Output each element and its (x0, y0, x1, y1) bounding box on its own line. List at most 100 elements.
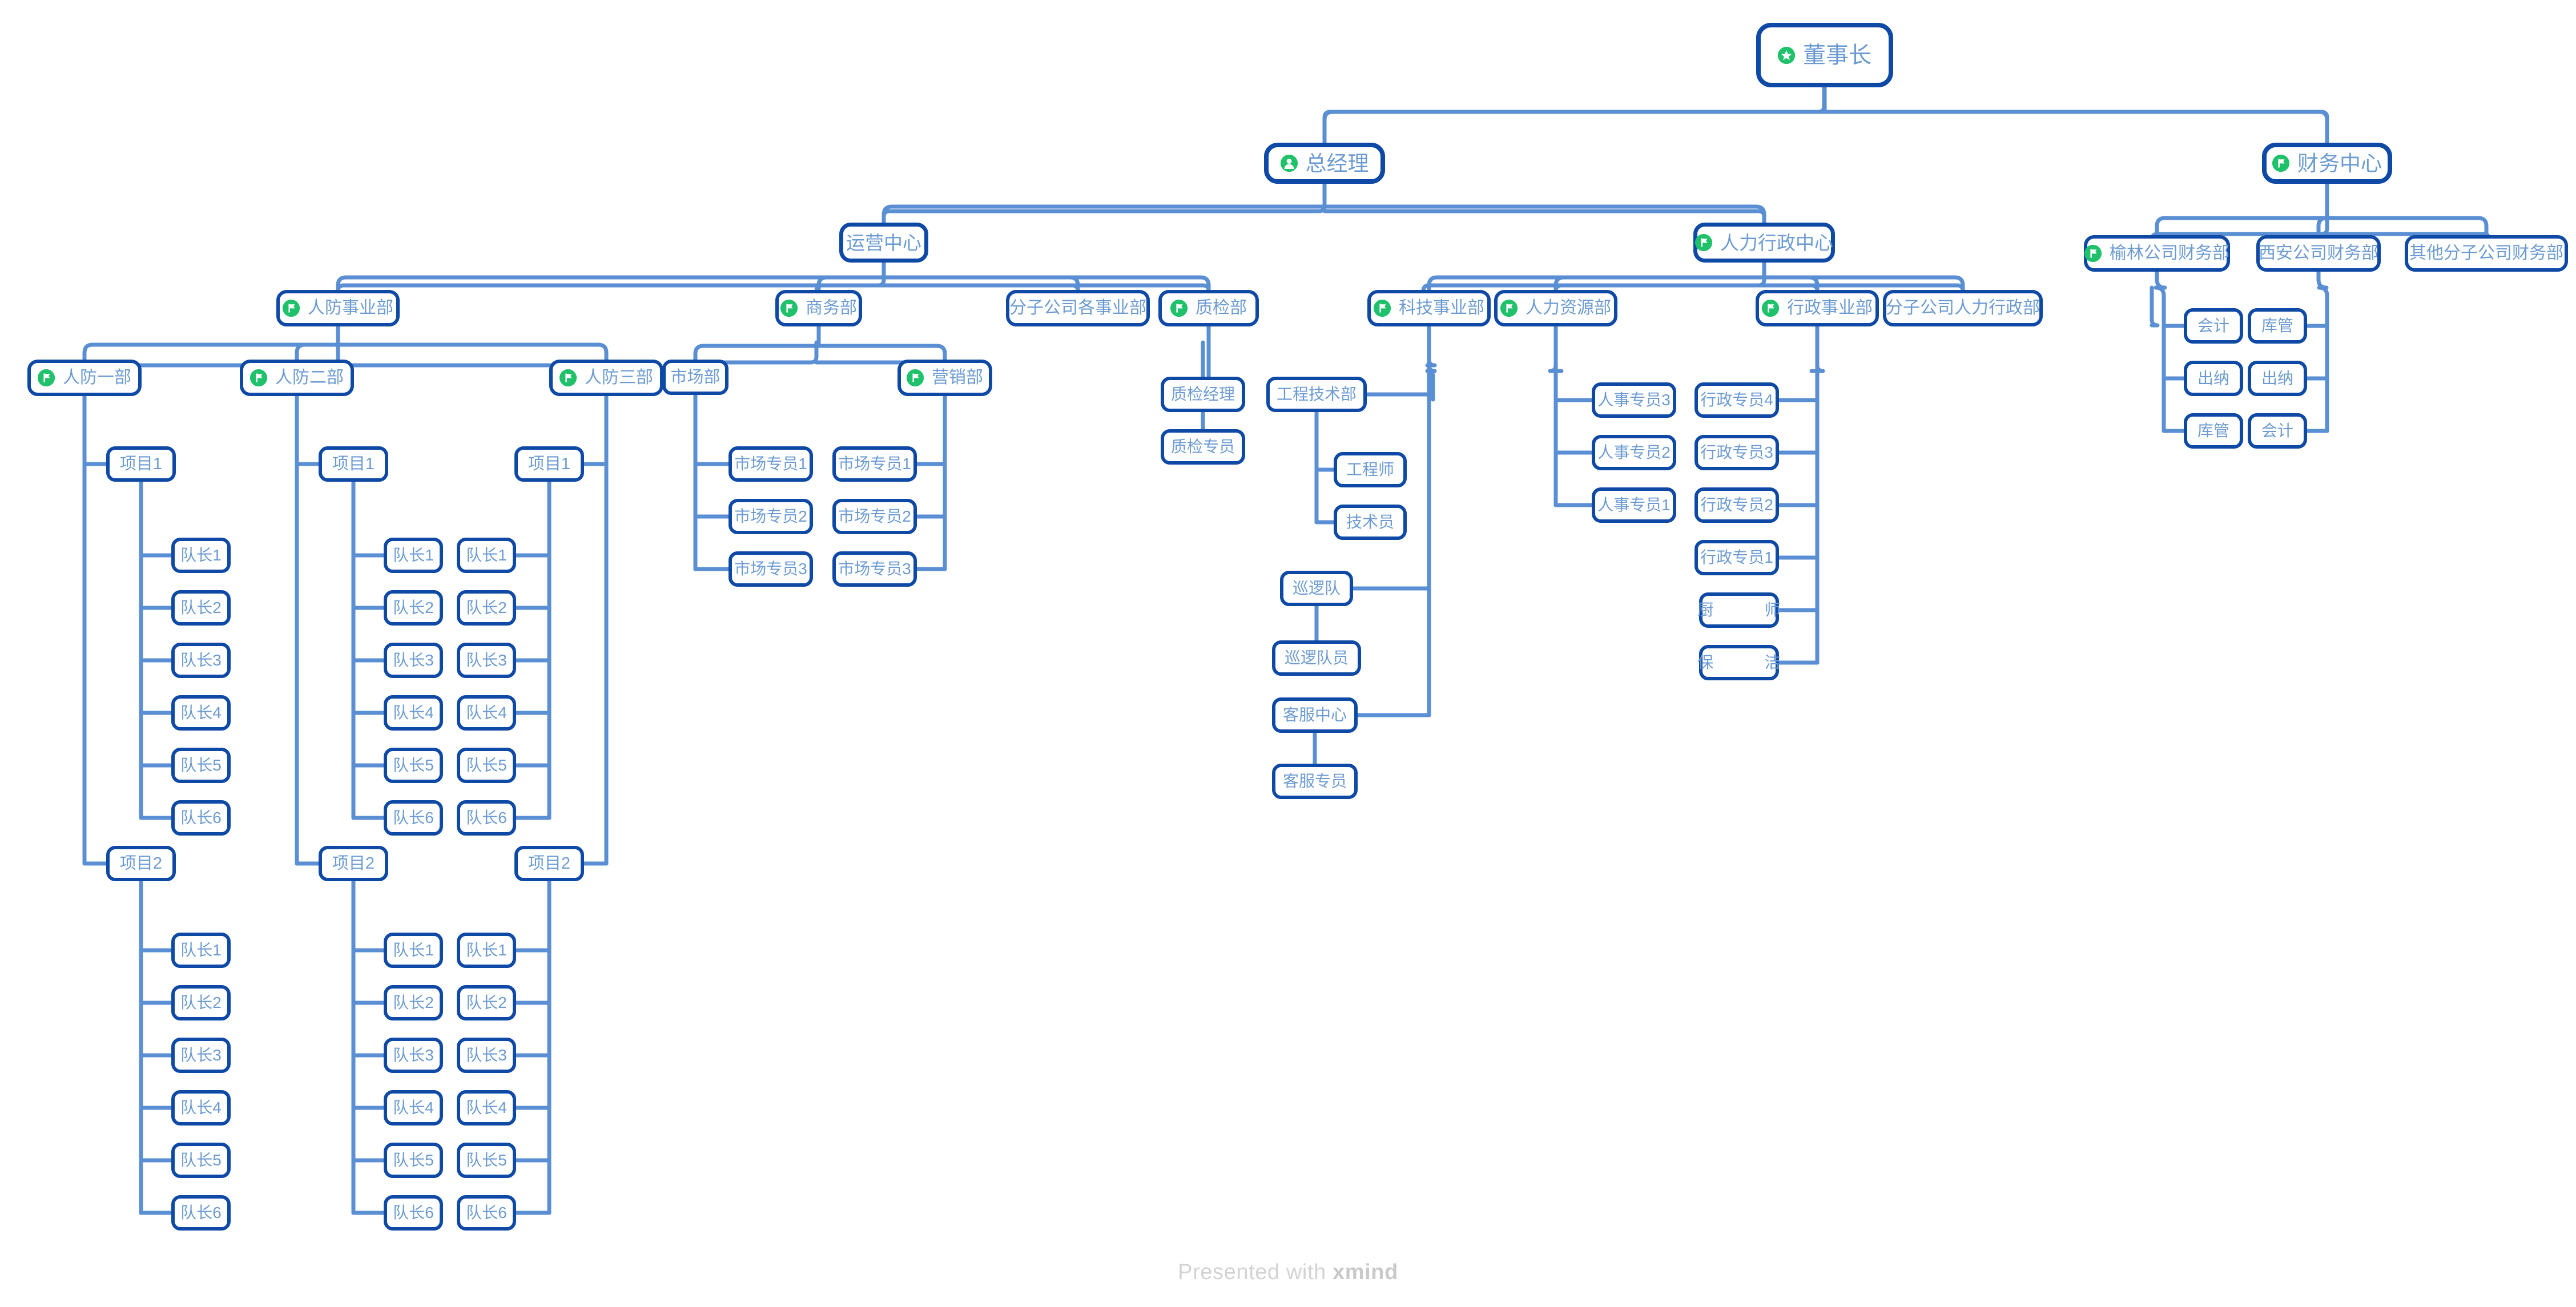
node-team-leader2-cd2-p1[interactable]: 队长2 (384, 590, 443, 626)
node-accountant-xian[interactable]: 会计 (2248, 413, 2307, 449)
node-team-leader3-cd2-p2[interactable]: 队长3 (384, 1038, 443, 1073)
node-team-leader3-cd3-p1[interactable]: 队长3 (457, 643, 516, 678)
node-subsidiary-divisions[interactable]: 分子公司各事业部 (1006, 290, 1150, 326)
node-warehouse-xian[interactable]: 库管 (2248, 308, 2307, 344)
node-team-leader4-cd1-p1[interactable]: 队长4 (171, 695, 231, 731)
node-market-specialist2-marketing[interactable]: 市场专员2 (832, 499, 917, 534)
node-project2-cd3[interactable]: 项目2 (514, 846, 584, 881)
node-market-specialist3-marketing[interactable]: 市场专员3 (832, 551, 917, 587)
node-civil-defense-three[interactable]: 人防三部 (549, 360, 663, 396)
node-team-leader5-cd3-p2[interactable]: 队长5 (457, 1143, 516, 1178)
node-team-leader6-cd2-p2[interactable]: 队长6 (384, 1195, 443, 1231)
node-admin-specialist4[interactable]: 行政专员4 (1694, 382, 1779, 418)
node-team-leader1-cd2-p1[interactable]: 队长1 (384, 538, 443, 573)
node-team-leader1-cd1-p2[interactable]: 队长1 (171, 933, 231, 968)
node-team-leader2-cd2-p2[interactable]: 队长2 (384, 985, 443, 1020)
node-team-leader4-cd2-p1[interactable]: 队长4 (384, 695, 443, 731)
node-team-leader5-cd2-p2[interactable]: 队长5 (384, 1143, 443, 1178)
node-project1-cd3[interactable]: 项目1 (514, 446, 584, 482)
node-label: 队长6 (393, 1204, 434, 1221)
node-other-subsidiary-finance-dept[interactable]: 其他分子公司财务部 (2405, 235, 2568, 272)
node-service-center[interactable]: 客服中心 (1272, 697, 1358, 733)
node-admin-specialist3[interactable]: 行政专员3 (1694, 435, 1779, 470)
node-team-leader3-cd1-p2[interactable]: 队长3 (171, 1038, 231, 1073)
node-cleaner[interactable]: 保 洁 (1697, 645, 1781, 680)
node-team-leader2-cd1-p2[interactable]: 队长2 (171, 985, 231, 1020)
node-ops-center[interactable]: 运营中心 (839, 223, 928, 263)
node-tech-division[interactable]: 科技事业部 (1367, 290, 1491, 326)
node-team-leader4-cd1-p2[interactable]: 队长4 (171, 1090, 231, 1126)
node-yulin-finance-dept[interactable]: 榆林公司财务部 (2084, 235, 2230, 272)
node-team-leader1-cd3-p1[interactable]: 队长1 (457, 538, 516, 573)
node-team-leader6-cd2-p1[interactable]: 队长6 (384, 800, 443, 836)
node-team-leader6-cd1-p1[interactable]: 队长6 (171, 800, 231, 836)
node-team-leader1-cd2-p2[interactable]: 队长1 (384, 933, 443, 968)
node-qc-specialist[interactable]: 质检专员 (1161, 429, 1245, 465)
node-admin-specialist1[interactable]: 行政专员1 (1694, 540, 1779, 575)
node-team-leader6-cd3-p1[interactable]: 队长6 (457, 800, 516, 836)
node-admin-division[interactable]: 行政事业部 (1756, 290, 1879, 326)
node-team-leader2-cd3-p1[interactable]: 队长2 (457, 590, 516, 626)
node-project2-cd1[interactable]: 项目2 (106, 846, 176, 881)
node-patrol-team[interactable]: 巡逻队 (1280, 571, 1353, 606)
flag-icon (1374, 300, 1391, 317)
node-label: 队长3 (466, 1046, 507, 1064)
node-market-specialist2-market[interactable]: 市场专员2 (728, 499, 813, 534)
node-team-leader2-cd1-p1[interactable]: 队长2 (171, 590, 231, 626)
node-market-specialist3-market[interactable]: 市场专员3 (728, 551, 813, 587)
node-team-leader2-cd3-p2[interactable]: 队长2 (457, 985, 516, 1020)
node-team-leader5-cd1-p2[interactable]: 队长5 (171, 1143, 231, 1178)
node-xian-finance-dept[interactable]: 西安公司财务部 (2256, 235, 2381, 272)
node-hr-dept[interactable]: 人力资源部 (1494, 290, 1617, 326)
node-subsidiary-hr-admin[interactable]: 分子公司人力行政部 (1883, 290, 2043, 326)
node-team-leader5-cd2-p1[interactable]: 队长5 (384, 748, 443, 783)
node-team-leader3-cd3-p2[interactable]: 队长3 (457, 1038, 516, 1073)
node-engineer[interactable]: 工程师 (1334, 452, 1407, 487)
node-finance-center[interactable]: 财务中心 (2262, 143, 2392, 184)
node-technician[interactable]: 技术员 (1334, 505, 1407, 540)
node-cashier-xian[interactable]: 出纳 (2248, 361, 2307, 396)
node-team-leader5-cd3-p1[interactable]: 队长5 (457, 748, 516, 783)
node-qc-dept[interactable]: 质检部 (1158, 290, 1259, 326)
node-civil-defense-division[interactable]: 人防事业部 (276, 290, 400, 326)
node-project1-cd1[interactable]: 项目1 (106, 446, 176, 482)
node-team-leader6-cd1-p2[interactable]: 队长6 (171, 1195, 231, 1231)
node-chef[interactable]: 厨 师 (1697, 592, 1781, 628)
node-cashier-yulin[interactable]: 出纳 (2184, 361, 2243, 396)
node-warehouse-yulin[interactable]: 库管 (2184, 413, 2243, 449)
node-admin-specialist2[interactable]: 行政专员2 (1694, 487, 1779, 523)
node-project1-cd2[interactable]: 项目1 (319, 446, 388, 482)
node-team-leader4-cd2-p2[interactable]: 队长4 (384, 1090, 443, 1126)
node-team-leader3-cd2-p1[interactable]: 队长3 (384, 643, 443, 678)
node-hr-admin-center[interactable]: 人力行政中心 (1693, 223, 1835, 263)
node-accountant-yulin[interactable]: 会计 (2184, 308, 2243, 344)
node-general-manager[interactable]: 总经理 (1264, 143, 1385, 184)
node-business-dept[interactable]: 商务部 (775, 290, 862, 326)
node-patrol-member[interactable]: 巡逻队员 (1272, 640, 1361, 676)
node-label: 队长5 (180, 1151, 222, 1169)
node-team-leader1-cd1-p1[interactable]: 队长1 (171, 538, 231, 573)
node-team-leader6-cd3-p2[interactable]: 队长6 (457, 1195, 516, 1231)
node-project2-cd2[interactable]: 项目2 (319, 846, 388, 881)
node-hr-specialist1[interactable]: 人事专员1 (1592, 487, 1676, 523)
node-eng-tech-dept[interactable]: 工程技术部 (1266, 377, 1367, 412)
node-qc-manager[interactable]: 质检经理 (1161, 377, 1245, 412)
node-label: 市场专员3 (734, 560, 807, 578)
node-team-leader4-cd3-p1[interactable]: 队长4 (457, 695, 516, 731)
node-market-specialist1-marketing[interactable]: 市场专员1 (832, 446, 917, 482)
node-market-specialist1-market[interactable]: 市场专员1 (728, 446, 813, 482)
node-team-leader3-cd1-p1[interactable]: 队长3 (171, 643, 231, 678)
node-market-dept[interactable]: 市场部 (662, 360, 728, 395)
node-hr-specialist2[interactable]: 人事专员2 (1592, 435, 1676, 470)
node-team-leader4-cd3-p2[interactable]: 队长4 (457, 1090, 516, 1126)
node-label: 队长6 (393, 809, 434, 826)
node-service-specialist[interactable]: 客服专员 (1272, 764, 1358, 799)
node-label: 科技事业部 (1399, 298, 1484, 317)
node-hr-specialist3[interactable]: 人事专员3 (1592, 382, 1676, 418)
node-team-leader1-cd3-p2[interactable]: 队长1 (457, 933, 516, 968)
node-team-leader5-cd1-p1[interactable]: 队长5 (171, 748, 231, 783)
node-civil-defense-two[interactable]: 人防二部 (240, 360, 354, 396)
node-marketing-dept[interactable]: 营销部 (897, 360, 992, 396)
node-chairman[interactable]: 董事长 (1756, 23, 1893, 87)
node-civil-defense-one[interactable]: 人防一部 (27, 360, 142, 396)
